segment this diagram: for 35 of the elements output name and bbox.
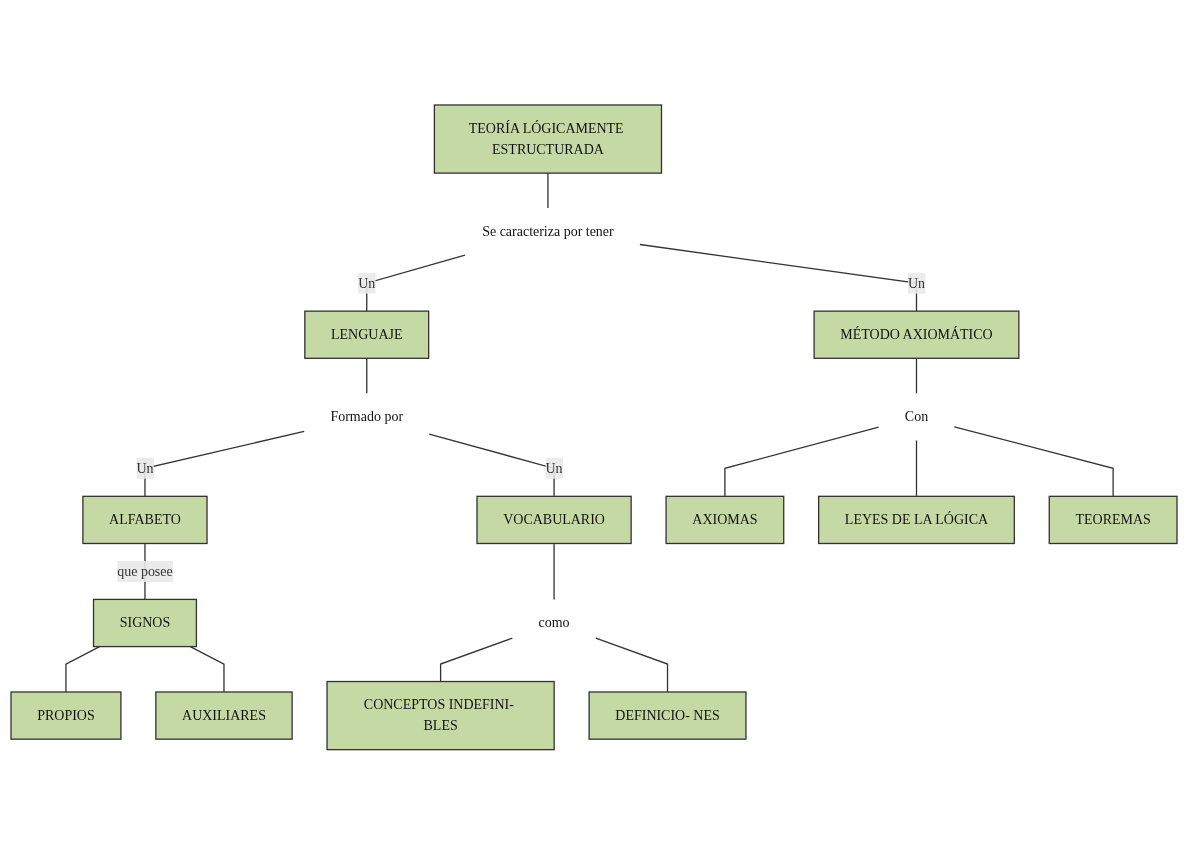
edge-label: Un bbox=[358, 275, 376, 291]
node-box: SIGNOS bbox=[92, 598, 198, 648]
edge-label: Un bbox=[545, 460, 563, 476]
node-box: DEFINICIO- NES bbox=[588, 691, 747, 740]
node-box: AXIOMAS bbox=[665, 495, 785, 545]
connector bbox=[428, 433, 555, 498]
connector bbox=[366, 254, 466, 312]
connector bbox=[439, 637, 513, 683]
node-box: MÉTODO AXIOMÁTICO bbox=[813, 310, 1020, 360]
node-box: TEORÍA LÓGICAMENTE ESTRUCTURADA bbox=[433, 104, 663, 174]
node-box: CONCEPTOS INDEFINI- BLES bbox=[326, 681, 555, 751]
node-text: Con bbox=[904, 409, 929, 424]
edge-label: Un bbox=[907, 275, 926, 291]
node-text: como bbox=[538, 615, 570, 631]
connector bbox=[915, 439, 918, 498]
connector bbox=[366, 357, 368, 395]
connector bbox=[553, 543, 555, 601]
edge-label: Un bbox=[136, 460, 154, 476]
node-text: Se caracteriza por tener bbox=[482, 223, 614, 239]
node-box: PROPIOS bbox=[10, 691, 122, 740]
node-box: LENGUAJE bbox=[304, 310, 430, 360]
node-box: VOCABULARIO bbox=[476, 495, 632, 545]
connector bbox=[639, 244, 918, 312]
node-box: LEYES DE LA LÓGICA bbox=[818, 495, 1015, 545]
connector bbox=[144, 430, 305, 498]
node-text: Formado por bbox=[330, 409, 404, 424]
node-box: ALFABETO bbox=[82, 495, 208, 545]
connector bbox=[547, 172, 549, 209]
connector bbox=[953, 426, 1114, 498]
node-box: TEOREMAS bbox=[1048, 495, 1178, 545]
connector bbox=[915, 357, 918, 395]
connector bbox=[595, 637, 669, 693]
edge-label: que posee bbox=[117, 563, 173, 579]
connector bbox=[724, 426, 880, 498]
node-box: AUXILIARES bbox=[155, 691, 293, 740]
